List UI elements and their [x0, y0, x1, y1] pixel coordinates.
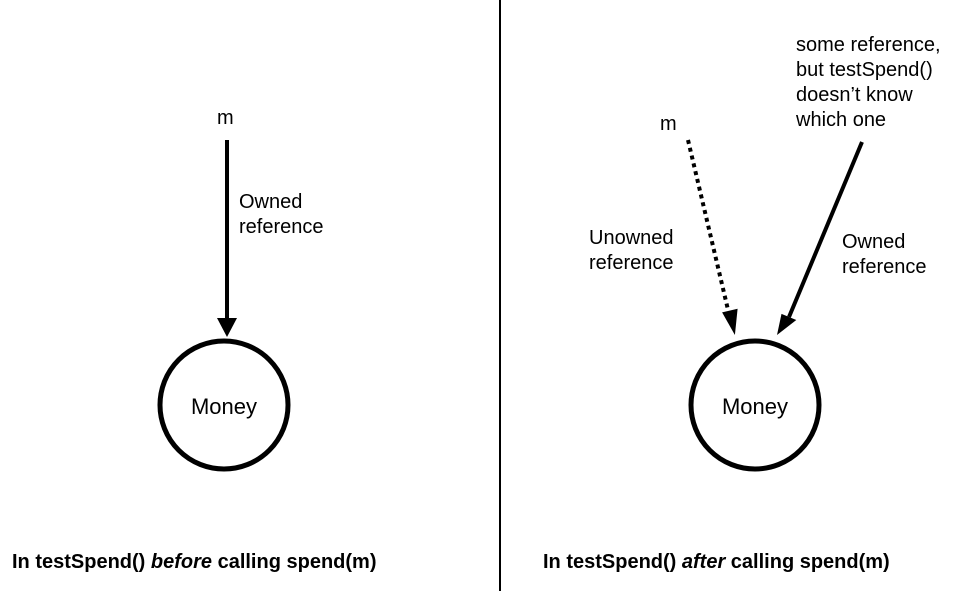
right-owned-reference-arrowhead — [777, 313, 797, 335]
right-variable-label: m — [660, 113, 677, 135]
right-owned-reference-arrow — [787, 141, 864, 318]
right-owned-reference-label-line2: reference — [842, 256, 927, 278]
left-owned-reference-label-line1: Owned — [239, 191, 303, 213]
right-money-label: Money — [721, 394, 789, 419]
left-caption-emphasis: before — [150, 551, 213, 573]
right-other-reference-label-line1: some reference, — [796, 34, 941, 56]
left-caption-suffix: calling spend(m) — [212, 551, 377, 573]
left-owned-reference-label-line2: reference — [239, 216, 324, 238]
left-owned-reference-arrowhead — [217, 318, 237, 337]
right-caption-prefix: In testSpend() — [543, 551, 682, 573]
left-variable-label: m — [217, 107, 234, 129]
right-caption-emphasis: after — [681, 551, 726, 573]
right-unowned-reference-arrowhead — [722, 308, 738, 335]
left-caption-prefix: In testSpend() — [12, 551, 151, 573]
right-money-circle — [688, 338, 822, 472]
right-other-reference-label-line2: but testSpend() — [796, 59, 933, 81]
right-caption-suffix: calling spend(m) — [725, 551, 890, 573]
right-owned-reference-label-line1: Owned — [842, 231, 906, 253]
left-money-label: Money — [190, 394, 258, 419]
right-unowned-reference-arrow — [686, 139, 731, 315]
right-unowned-reference-label-line1: Unowned — [589, 227, 674, 249]
right-unowned-reference-label-line2: reference — [589, 252, 674, 274]
right-other-reference-label-line3: doesn’t know — [796, 84, 913, 106]
left-caption: In testSpend() before calling spend(m) — [12, 549, 376, 575]
right-caption: In testSpend() after calling spend(m) — [543, 549, 890, 575]
left-money-circle — [157, 338, 291, 472]
right-other-reference-label-line4: which one — [796, 109, 887, 131]
